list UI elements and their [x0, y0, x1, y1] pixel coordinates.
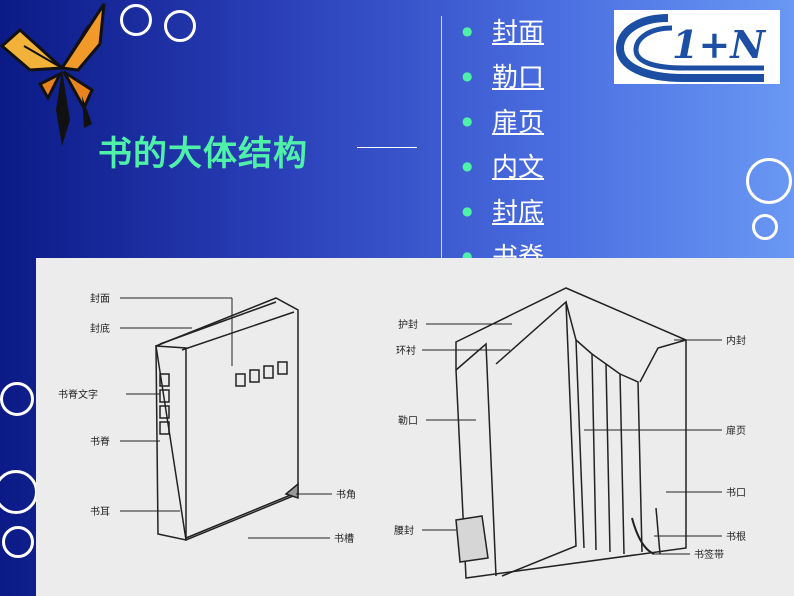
menu-link-title-page[interactable]: 扉页	[492, 108, 545, 138]
menu-item: ● 内文	[462, 143, 544, 188]
bubble-decoration	[2, 526, 34, 558]
bubble-decoration	[164, 10, 196, 42]
divider	[441, 16, 442, 260]
label-inner-cover: 内封	[726, 334, 746, 347]
menu-link-text[interactable]: 内文	[492, 153, 545, 183]
menu-item: ● 扉页	[462, 98, 544, 143]
bubble-decoration	[0, 382, 34, 416]
label-spine: 书脊	[90, 435, 110, 448]
slide-title: 书的大体结构	[98, 134, 308, 174]
bullet-icon: ●	[462, 203, 473, 218]
menu-item: ● 勒口	[462, 53, 544, 98]
label-book-groove: 书槽	[334, 532, 354, 545]
logo-icon: 1+N	[615, 14, 766, 82]
book-structure-diagram: 封面 封底 书脊文字 书脊 书耳 书角 书槽 护封 环衬 勒口 腰封 内封 扉页…	[36, 258, 794, 596]
menu-item: ● 封面	[462, 8, 544, 53]
leader-lines-left	[120, 297, 332, 539]
label-endpaper: 环衬	[396, 344, 416, 357]
butterfly-icon	[0, 3, 106, 146]
label-spine-text: 书脊文字	[58, 388, 98, 401]
diagram-drawing: 封面 封底 书脊文字 书脊 书耳 书角 书槽 护封 环衬 勒口 腰封 内封 扉页…	[58, 287, 746, 579]
bubble-decoration	[746, 158, 792, 204]
label-belly-band: 腰封	[394, 524, 414, 537]
open-book-icon	[455, 287, 687, 579]
label-book-ear: 书耳	[90, 506, 110, 518]
bubble-decoration	[120, 4, 152, 36]
structure-menu: ●封面 ●勒口 ●扉页 ●内文 ●封底 ●书脊	[462, 8, 544, 278]
menu-link-flap[interactable]: 勒口	[492, 63, 545, 93]
label-book-foot: 书根	[726, 530, 746, 543]
label-ribbon: 书签带	[694, 548, 724, 561]
leader-lines-right	[422, 323, 722, 555]
bullet-icon: ●	[462, 23, 473, 38]
menu-link-back-cover[interactable]: 封底	[492, 198, 545, 228]
bullet-icon: ●	[462, 113, 473, 128]
closed-book-icon	[155, 297, 299, 542]
bullet-icon: ●	[462, 248, 473, 263]
label-book-corner: 书角	[336, 489, 356, 501]
label-dust-jacket: 护封	[398, 318, 418, 331]
bullet-icon: ●	[462, 68, 473, 83]
label-flap: 勒口	[398, 414, 418, 427]
label-cover: 封面	[90, 292, 110, 305]
label-back-cover: 封底	[90, 322, 110, 335]
arrow-line	[357, 147, 417, 148]
bubble-decoration	[0, 470, 38, 514]
menu-link-cover[interactable]: 封面	[492, 18, 545, 48]
bubble-decoration	[752, 214, 778, 240]
label-fore-edge: 书口	[726, 487, 746, 499]
bullet-icon: ●	[462, 158, 473, 173]
logo-text: 1+N	[672, 22, 766, 67]
label-title-page: 扉页	[726, 424, 746, 437]
menu-item: ● 封底	[462, 188, 544, 233]
logo: 1+N	[614, 10, 780, 84]
